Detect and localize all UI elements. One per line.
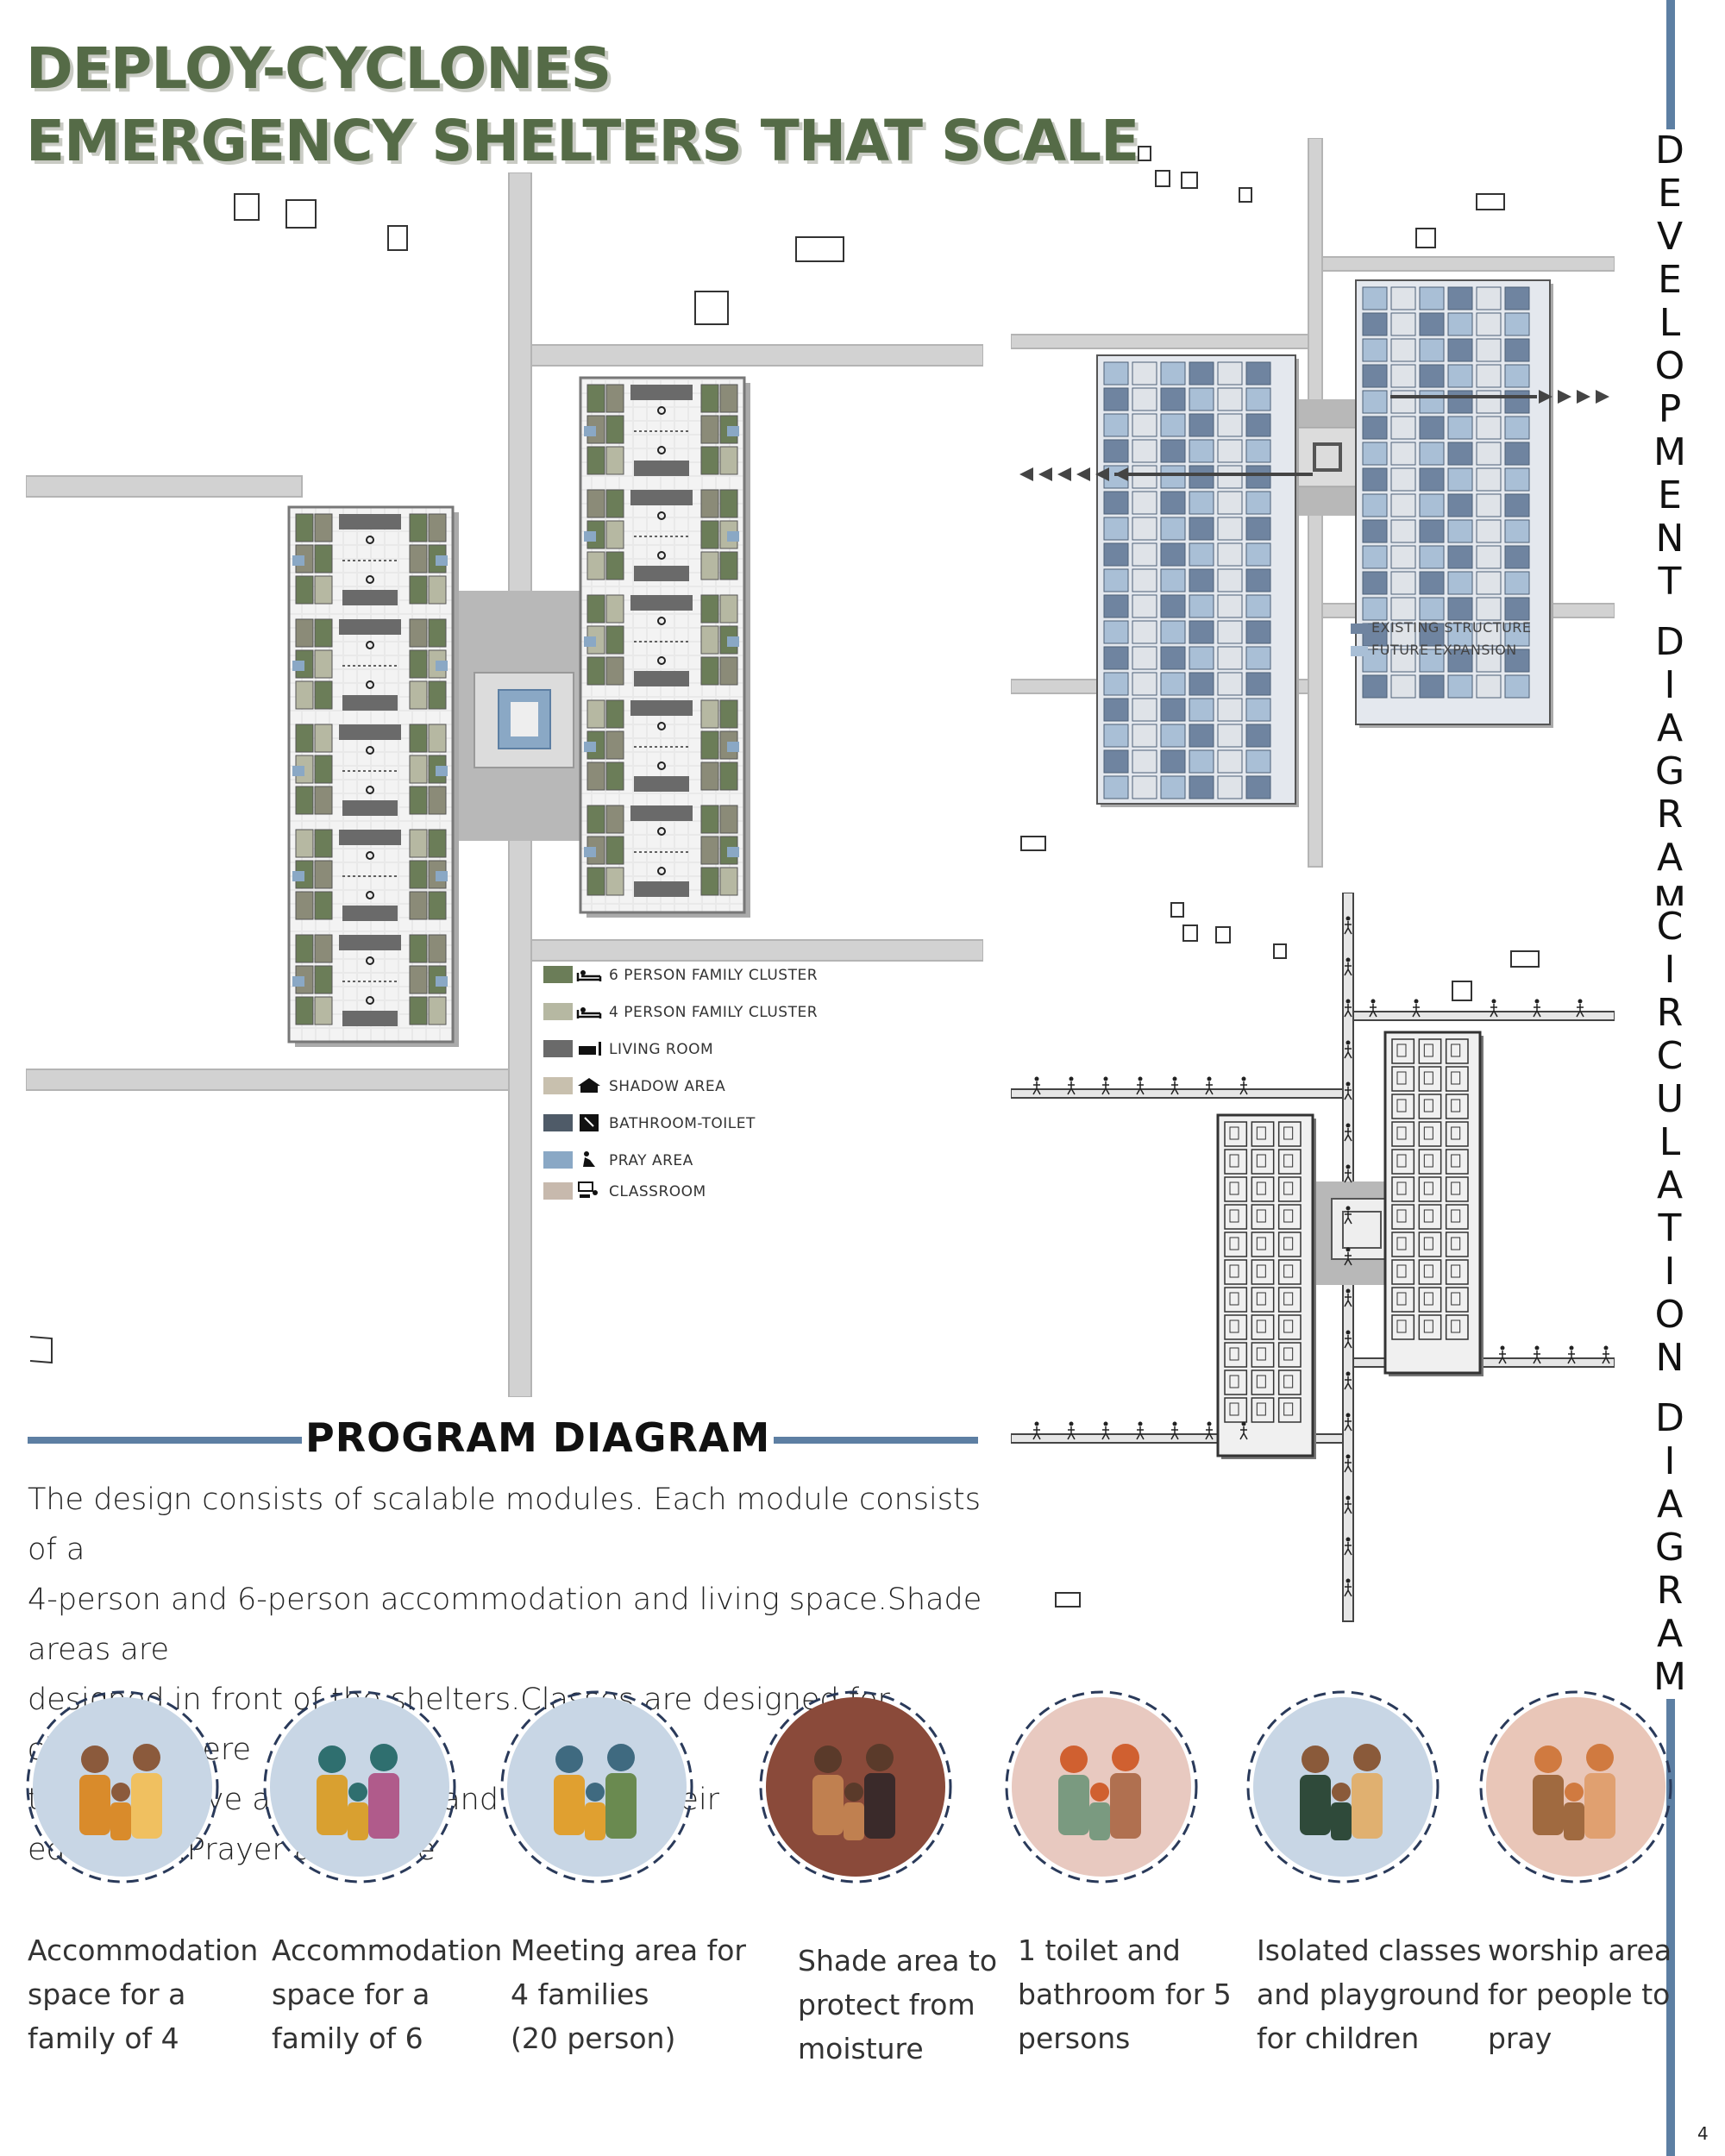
program-plan-drawing	[26, 172, 983, 1397]
classroom-icon	[578, 1181, 598, 1198]
legend-swatch	[543, 1151, 573, 1169]
circ-courtyard-inner	[1342, 1211, 1382, 1249]
caption-line: 4 families	[511, 1977, 649, 2011]
caption-line: protect from	[798, 1988, 975, 2021]
legend-swatch	[543, 1040, 573, 1057]
dev-legend-label: EXISTING STRUCTURE	[1371, 619, 1532, 636]
title-line-1: DEPLOY-CYCLONES	[26, 35, 612, 102]
legend-swatch	[543, 1114, 573, 1131]
legend-label: SHADOW AREA	[609, 1078, 726, 1095]
central-pray-inner	[511, 702, 538, 736]
title-line-2: EMERGENCY SHELTERS THAT SCALE	[26, 108, 1139, 174]
caption-line: 1 toilet and	[1018, 1934, 1181, 1967]
legend-label: 6 PERSON FAMILY CLUSTER	[609, 967, 819, 984]
legend-label: PRAY AREA	[609, 1152, 693, 1169]
meeting-group-icon	[500, 1690, 694, 1884]
classroom-children-icon	[1246, 1690, 1440, 1884]
caption-line: Accommodation	[272, 1934, 503, 1967]
sofa-icon	[579, 1042, 601, 1056]
program-description-line: The design consists of scalable modules.…	[28, 1482, 981, 1567]
family-of-four-icon	[26, 1690, 220, 1884]
dev-courtyard-inner	[1313, 442, 1342, 472]
legend-label: LIVING ROOM	[609, 1041, 714, 1058]
program-diagram-heading: PROGRAM DIAGRAM	[302, 1414, 775, 1461]
caption-line: (20 person)	[511, 2021, 676, 2055]
caption-line: Shade area to	[798, 1944, 998, 1977]
shower-icon	[580, 1114, 599, 1131]
dev-surrounding-buildings	[1020, 146, 1505, 851]
caption-line: Accommodation	[28, 1934, 259, 1967]
caption-line: for children	[1257, 2021, 1420, 2055]
program-caption: Isolated classes and playground for childr…	[1257, 1928, 1482, 2060]
legend-swatch	[543, 1077, 573, 1094]
caption-line: moisture	[798, 2032, 924, 2065]
legend-label: 4 PERSON FAMILY CLUSTER	[609, 1004, 819, 1021]
worship-icon	[1479, 1690, 1673, 1884]
dev-expansion-blocks	[1096, 279, 1553, 807]
legend-swatch	[543, 966, 573, 983]
legend-label: CLASSROOM	[609, 1183, 706, 1200]
caption-line: Isolated classes	[1257, 1934, 1482, 1967]
shelter-icon	[578, 1078, 600, 1093]
pray-icon	[583, 1151, 595, 1167]
caption-line: bathroom for 5	[1018, 1977, 1232, 2011]
caption-line: worship area	[1488, 1934, 1672, 1967]
bathroom-icon	[1005, 1690, 1199, 1884]
program-caption: Meeting area for 4 families (20 person)	[511, 1928, 746, 2060]
shelter-modules	[292, 384, 739, 1026]
circ-blocks	[1216, 1031, 1484, 1459]
page-number: 4	[1697, 2123, 1709, 2144]
family-of-six-icon	[263, 1690, 457, 1884]
development-diagram-drawing	[1011, 138, 1615, 868]
caption-line: persons	[1018, 2021, 1131, 2055]
caption-line: for people to	[1488, 1977, 1671, 2011]
dev-courtyard	[1295, 427, 1362, 487]
bed-icon	[576, 1007, 602, 1018]
caption-line: family of 6	[272, 2021, 423, 2055]
dev-legend-label: FUTURE EXPANSION	[1371, 642, 1517, 658]
program-caption: Shade area to protect from moisture	[798, 1939, 998, 2071]
legend-swatch	[543, 1182, 573, 1200]
circ-surrounding-buildings	[1055, 902, 1540, 1608]
caption-line: pray	[1488, 2021, 1552, 2055]
legend-swatch	[543, 1003, 573, 1020]
caption-line: Meeting area for	[511, 1934, 746, 1967]
dev-arrows	[1019, 390, 1609, 481]
program-caption: 1 toilet and bathroom for 5 persons	[1018, 1928, 1232, 2060]
caption-line: family of 4	[28, 2021, 179, 2055]
circ-walking-people	[1032, 916, 1610, 1597]
surrounding-buildings	[29, 193, 844, 1364]
bed-icon	[576, 970, 602, 981]
circ-courtyard	[1331, 1198, 1393, 1260]
program-caption: Accommodation space for a family of 6	[272, 1928, 503, 2060]
page-title: DEPLOY-CYCLONES EMERGENCY SHELTERS THAT …	[26, 33, 1139, 178]
dev-legend-swatch	[1351, 645, 1368, 656]
caption-line: and playground	[1257, 1977, 1481, 2011]
circulation-diagram-drawing	[1011, 893, 1615, 1622]
caption-line: space for a	[28, 1977, 186, 2011]
dev-legend-swatch	[1351, 623, 1368, 634]
program-caption: worship area for people to pray	[1488, 1928, 1678, 2060]
dev-legend-item: FUTURE EXPANSION	[1351, 642, 1517, 658]
program-description-line: 4-person and 6-person accommodation and …	[28, 1583, 982, 1667]
program-caption: Accommodation space for a family of 4	[28, 1928, 259, 2060]
shade-room-icon	[759, 1690, 953, 1884]
dev-legend-item: EXISTING STRUCTURE	[1351, 619, 1532, 636]
legend-label: BATHROOM-TOILET	[609, 1115, 756, 1132]
caption-line: space for a	[272, 1977, 430, 2011]
roads	[26, 172, 983, 1397]
